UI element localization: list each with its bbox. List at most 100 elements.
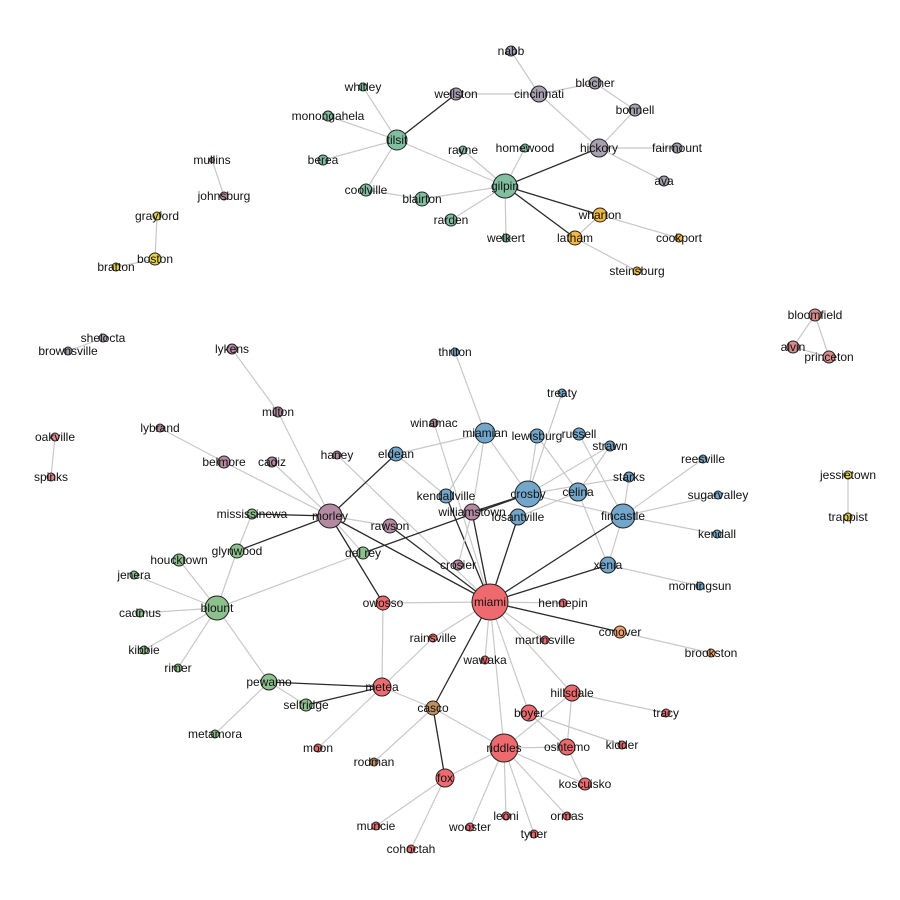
node-berea[interactable]	[317, 154, 329, 166]
node-oshtemo[interactable]	[558, 738, 576, 756]
node-monongahela[interactable]	[322, 110, 334, 122]
node-owosso[interactable]	[375, 595, 391, 611]
node-rawson[interactable]	[382, 518, 398, 534]
node-tilsit[interactable]	[386, 129, 408, 151]
node-lewisburg[interactable]	[529, 428, 545, 444]
node-weikert[interactable]	[501, 233, 511, 243]
node-rodman[interactable]	[369, 757, 379, 767]
node-steinsburg[interactable]	[632, 266, 642, 276]
node-moon[interactable]	[313, 743, 323, 753]
node-latham[interactable]	[567, 230, 583, 246]
node-cohoctah[interactable]	[406, 844, 416, 854]
node-brookston[interactable]	[706, 648, 716, 658]
node-riddles[interactable]	[489, 733, 519, 763]
node-metamora[interactable]	[210, 729, 220, 739]
node-wellston[interactable]	[449, 87, 463, 101]
node-reesville[interactable]	[698, 454, 708, 464]
node-tyner[interactable]	[529, 829, 539, 839]
node-cincinnati[interactable]	[530, 85, 548, 103]
node-leoni[interactable]	[501, 811, 511, 821]
node-bratton[interactable]	[111, 262, 121, 272]
node-jessietown[interactable]	[843, 470, 853, 480]
node-kidder[interactable]	[617, 740, 627, 750]
node-belmore[interactable]	[217, 455, 231, 469]
node-miamian[interactable]	[474, 422, 496, 444]
node-casco[interactable]	[425, 700, 441, 716]
node-fincastle[interactable]	[610, 503, 636, 529]
node-houcktown[interactable]	[172, 553, 186, 567]
node-muncie[interactable]	[371, 821, 381, 831]
node-haney[interactable]	[332, 450, 342, 460]
node-coolville[interactable]	[359, 183, 373, 197]
node-conover[interactable]	[613, 625, 627, 639]
node-thriton[interactable]	[450, 347, 460, 357]
node-lykens[interactable]	[226, 343, 238, 355]
node-wooster[interactable]	[465, 822, 475, 832]
node-gilpin[interactable]	[492, 173, 518, 199]
node-mississinewa[interactable]	[246, 508, 258, 520]
node-metea[interactable]	[372, 677, 392, 697]
node-wawaka[interactable]	[480, 655, 490, 665]
node-sugarvalley[interactable]	[713, 490, 723, 500]
node-starks[interactable]	[623, 471, 635, 483]
node-grayford[interactable]	[152, 211, 162, 221]
node-boston[interactable]	[148, 252, 162, 266]
node-rainsville[interactable]	[428, 633, 438, 643]
node-milton[interactable]	[272, 406, 284, 418]
node-oakville[interactable]	[50, 432, 60, 442]
node-jenera[interactable]	[129, 570, 139, 580]
node-morley[interactable]	[317, 503, 343, 529]
node-kendall[interactable]	[712, 529, 722, 539]
node-morningsun[interactable]	[695, 581, 705, 591]
node-xenia[interactable]	[599, 556, 617, 574]
node-shelocta[interactable]	[98, 333, 108, 343]
node-princeton[interactable]	[822, 350, 836, 364]
node-johnsburg[interactable]	[219, 191, 229, 201]
node-cadmus[interactable]	[135, 608, 145, 618]
node-cadiz[interactable]	[266, 456, 278, 468]
node-trappist[interactable]	[843, 512, 853, 522]
node-blairton[interactable]	[414, 191, 430, 207]
node-lybrand[interactable]	[155, 423, 165, 433]
node-blocher[interactable]	[588, 76, 602, 90]
node-koscuisko[interactable]	[578, 777, 592, 791]
node-fairmount[interactable]	[671, 142, 683, 154]
node-mullins[interactable]	[209, 157, 215, 163]
node-blount[interactable]	[204, 595, 230, 621]
node-cookport[interactable]	[674, 233, 684, 243]
node-tracy[interactable]	[661, 708, 671, 718]
node-crosier[interactable]	[452, 559, 464, 571]
node-bloomfield[interactable]	[808, 308, 822, 322]
node-wharton[interactable]	[592, 207, 608, 223]
node-eldean[interactable]	[388, 446, 404, 462]
node-hillsdale[interactable]	[563, 684, 581, 702]
node-ava[interactable]	[658, 175, 670, 187]
node-delrey[interactable]	[356, 546, 370, 560]
node-nabb[interactable]	[505, 45, 517, 57]
node-ormas[interactable]	[562, 811, 572, 821]
node-crosby[interactable]	[514, 480, 542, 508]
node-hickory[interactable]	[589, 138, 609, 158]
node-treaty[interactable]	[557, 388, 567, 398]
node-brownsville[interactable]	[63, 346, 73, 356]
node-miami[interactable]	[471, 583, 509, 621]
node-kendallville[interactable]	[438, 488, 454, 504]
node-rarden[interactable]	[444, 213, 458, 227]
node-selfridge[interactable]	[299, 698, 313, 712]
node-spinks[interactable]	[46, 472, 56, 482]
node-hennepin[interactable]	[558, 598, 568, 608]
node-bonnell[interactable]	[628, 103, 642, 117]
node-pewamo[interactable]	[260, 673, 278, 691]
node-russell[interactable]	[572, 427, 586, 441]
node-celina[interactable]	[568, 482, 588, 502]
node-strawn[interactable]	[604, 440, 616, 452]
node-losantville[interactable]	[509, 508, 527, 526]
node-rayne[interactable]	[458, 145, 468, 155]
node-winamac[interactable]	[429, 418, 439, 428]
node-williamstown[interactable]	[463, 503, 481, 521]
node-kibbie[interactable]	[139, 645, 149, 655]
node-glynwood[interactable]	[229, 543, 245, 559]
node-whitley[interactable]	[358, 82, 368, 92]
node-rimer[interactable]	[173, 663, 183, 673]
node-homewood[interactable]	[520, 143, 530, 153]
